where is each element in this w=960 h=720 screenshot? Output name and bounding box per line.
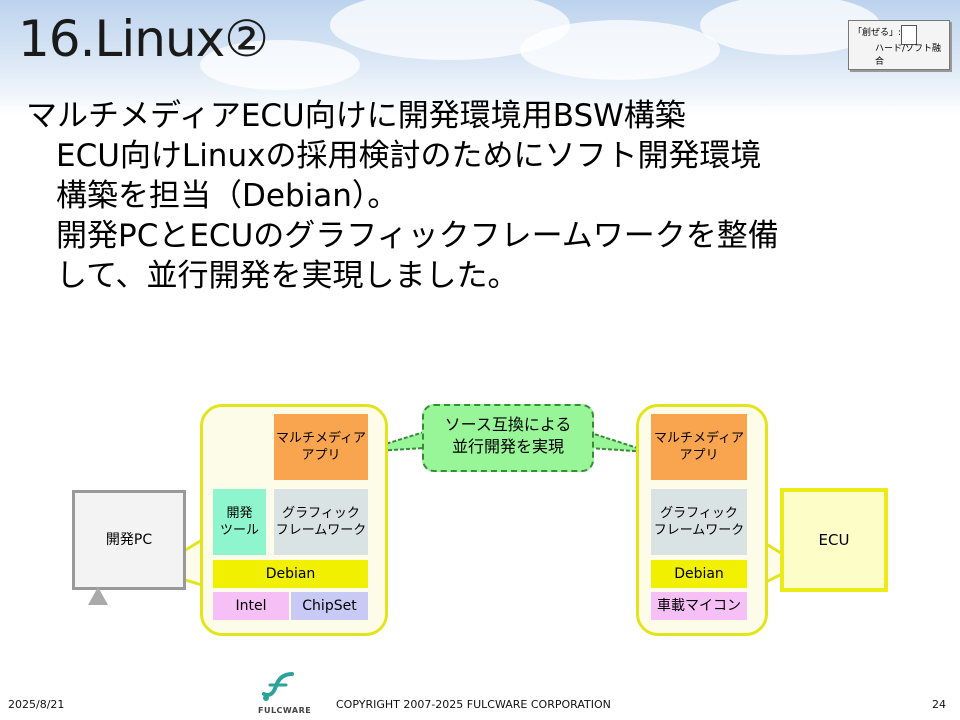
header-background [0, 0, 960, 115]
badge-line1: 「創ぜる」: [853, 28, 902, 38]
ecu-device: ECU [780, 488, 888, 592]
ecu-framework-box: グラフィック フレームワーク [651, 489, 747, 555]
pc-stand [88, 587, 108, 605]
body-line: マルチメディアECU向けに開発環境用BSW構築 [26, 98, 686, 134]
pc-label: 開発PC [105, 531, 153, 548]
pc-cpu-box: Intel [213, 592, 289, 620]
page-title: 16.Linux② [18, 10, 269, 68]
page-number: 24 [932, 698, 946, 711]
pc-os-box: Debian [213, 560, 368, 588]
body-text: マルチメディアECU向けに開発環境用BSW構築 ECU向けLinuxの採用検討の… [26, 96, 956, 296]
body-line: 構築を担当（Debian）。 [56, 178, 399, 214]
pc-monitor-icon: 開発PC [72, 490, 186, 590]
pc-app-box: マルチメディア アプリ [274, 414, 368, 480]
pc-tools-box: 開発 ツール [213, 489, 266, 555]
ecu-mcu-box: 車載マイコン [651, 592, 747, 620]
document-icon [901, 25, 917, 45]
speech-bubble: ソース互換による 並行開発を実現 [422, 404, 594, 472]
pc-chipset-box: ChipSet [291, 592, 368, 620]
speech-line: 並行開発を実現 [451, 437, 564, 456]
company-badge: 「創ぜる」: ハード/ソフト融合 [848, 20, 950, 70]
cloud [520, 20, 720, 80]
company-logo-text: FULCWARE [258, 706, 312, 715]
body-line: 開発PCとECUのグラフィックフレームワークを整備 [56, 218, 779, 254]
body-line: ECU向けLinuxの採用検討のためにソフト開発環境 [56, 138, 762, 174]
footer-copyright: COPYRIGHT 2007-2025 FULCWARE CORPORATION [336, 698, 611, 711]
pc-framework-box: グラフィック フレームワーク [274, 489, 368, 555]
ecu-os-box: Debian [651, 560, 747, 588]
speech-line: ソース互換による [444, 415, 572, 434]
company-logo: FULCWARE [258, 668, 312, 716]
company-logo-icon [262, 672, 294, 701]
footer-date: 2025/8/21 [8, 698, 65, 711]
cloud [200, 40, 360, 90]
body-line: して、並行開発を実現しました。 [56, 258, 519, 294]
badge-line2: ハード/ソフト融合 [875, 44, 942, 67]
ecu-app-box: マルチメディア アプリ [651, 414, 747, 480]
ecu-label: ECU [818, 530, 850, 549]
